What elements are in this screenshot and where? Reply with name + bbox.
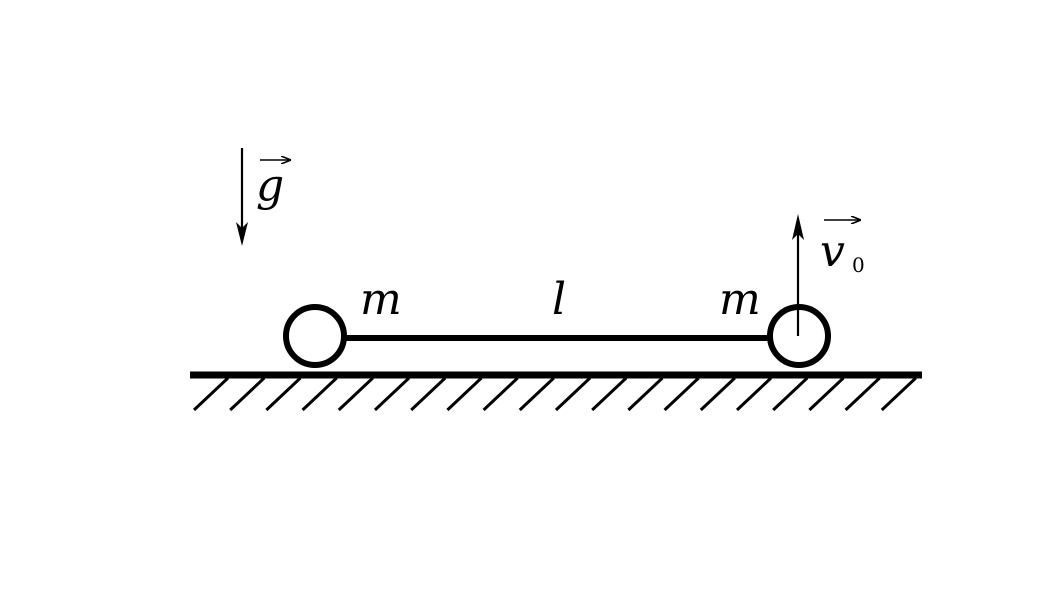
hatch-line [554,376,592,412]
gravity-label-group: g [256,160,290,211]
length-label: l [552,274,566,325]
velocity-label: v [820,226,845,277]
hatch-line [192,376,230,412]
velocity-subscript: 0 [852,253,865,277]
velocity-label-group: v 0 [820,220,865,277]
hatch-line [229,376,266,412]
hatch-line [627,376,664,412]
ground-hatching [192,376,917,412]
gravity-arrow [236,148,248,246]
hatch-line [699,376,736,412]
mass-left-label: m [360,274,402,325]
hatch-line [337,376,374,412]
hatch-line [410,376,447,412]
hatch-line [518,376,555,412]
hatch-line [880,376,917,412]
hatch-line [301,376,338,412]
hatch-line [446,376,483,412]
hatch-line [735,376,773,412]
mass-right-label: m [719,274,761,325]
hatch-line [373,376,411,412]
hatch-line [482,376,519,412]
hatch-line [844,376,881,412]
gravity-label: g [256,160,284,211]
mass-left-ball [283,304,347,368]
hatch-line [591,376,628,412]
hatch-line [808,376,845,412]
hatch-line [772,376,809,412]
hatch-line [663,376,700,412]
velocity-arrow [792,214,804,336]
hatch-line [265,376,302,412]
